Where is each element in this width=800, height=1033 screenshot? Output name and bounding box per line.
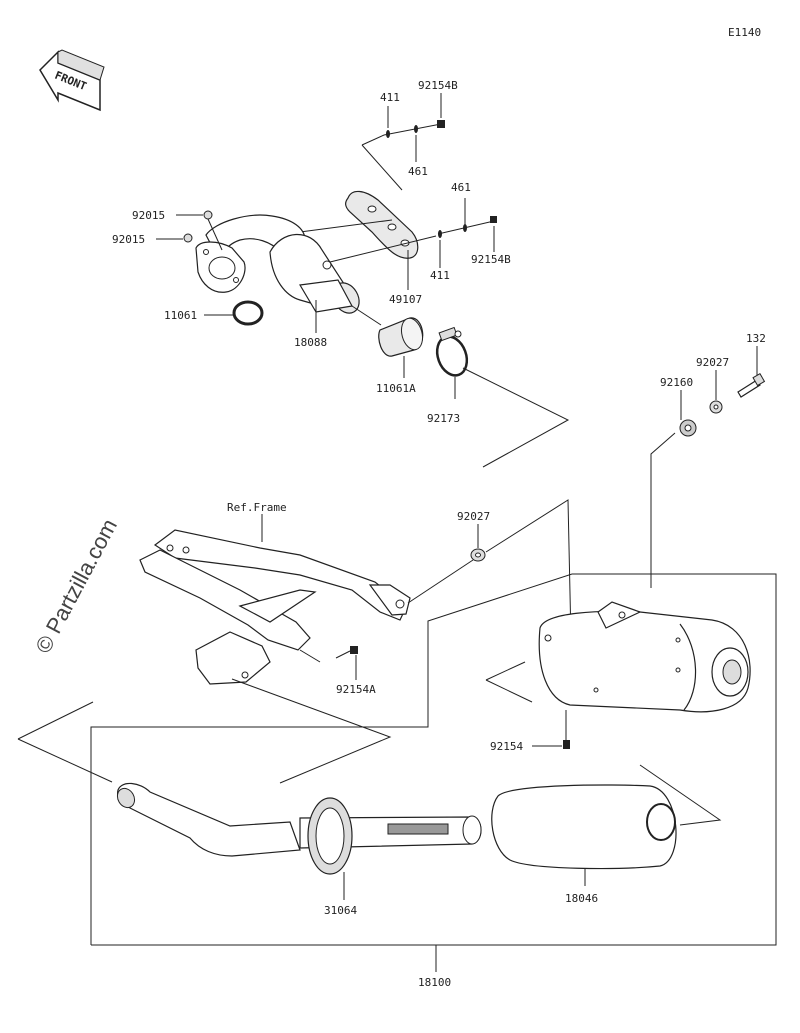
exhaust-header-pipe-18088 (195, 214, 360, 314)
label-461-top: 461 (408, 165, 428, 178)
label-18100: 18100 (418, 976, 451, 989)
label-92027-mid: 92027 (457, 510, 490, 523)
label-92154: 92154 (490, 740, 523, 753)
nut-92015-a (203, 210, 213, 220)
label-18088: 18088 (294, 336, 327, 349)
label-31064: 31064 (324, 904, 357, 917)
bolt-92154a (335, 646, 358, 659)
silencer-bracket-31064 (307, 797, 353, 875)
gasket-11061a (378, 317, 424, 357)
label-132: 132 (746, 332, 766, 345)
label-461-mid: 461 (451, 181, 471, 194)
grommet-92160 (679, 419, 697, 437)
label-18046: 18046 (565, 892, 598, 905)
label-11061a: 11061A (376, 382, 416, 395)
label-92015-b: 92015 (112, 233, 145, 246)
label-92154b-mid: 92154B (471, 253, 511, 266)
bolt-132 (737, 372, 766, 398)
bolt-92154 (563, 740, 570, 749)
front-arrow-icon: FRONT (39, 49, 105, 112)
label-92154a: 92154A (336, 683, 376, 696)
label-92160: 92160 (660, 376, 693, 389)
clamp-92173 (435, 326, 469, 377)
ref-frame-label: Ref.Frame (227, 501, 287, 514)
bolt-92154b-top (437, 120, 445, 128)
label-411-top: 411 (380, 91, 400, 104)
heat-guard-49107 (345, 190, 419, 259)
washer-461-top (414, 125, 418, 133)
mid-pipe (116, 782, 482, 857)
bolt-set-top (361, 93, 445, 191)
washer-92027-mid (470, 548, 486, 562)
bolt-set-mid (299, 198, 497, 268)
subframe (139, 529, 411, 685)
label-411-mid: 411 (430, 269, 450, 282)
label-49107: 49107 (389, 293, 422, 306)
label-11061: 11061 (164, 309, 197, 322)
label-92173: 92173 (427, 412, 460, 425)
nut-92015-b (183, 233, 193, 243)
watermark: © Partzilla.com (30, 515, 122, 658)
label-92027-top: 92027 (696, 356, 729, 369)
muffler (538, 601, 751, 713)
silencer-cover-18046 (491, 784, 677, 870)
washer-411-top (386, 130, 390, 138)
gasket-11061 (232, 300, 264, 326)
label-92015-a: 92015 (132, 209, 165, 222)
label-92154b-top: 92154B (418, 79, 458, 92)
diagram-code: E1140 (728, 26, 761, 39)
